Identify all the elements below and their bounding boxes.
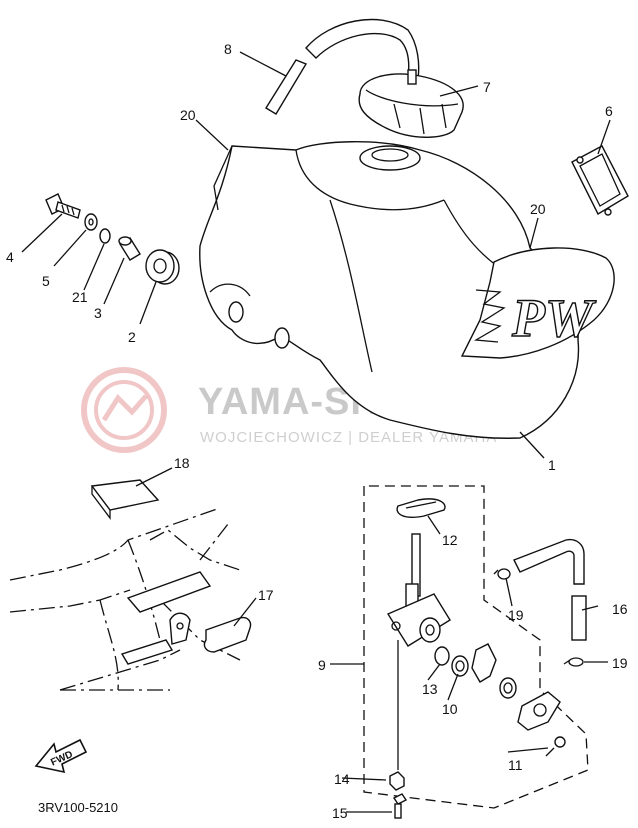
part-bolt (45, 193, 81, 219)
callout-19-upper: 19 (508, 607, 524, 623)
callout-20-right: 20 (530, 201, 546, 217)
part-rubber-pad (90, 479, 160, 520)
callout-4: 4 (6, 249, 14, 265)
part-plate (517, 691, 561, 731)
callout-21: 21 (72, 289, 88, 305)
callout-3: 3 (94, 305, 102, 321)
callout-17: 17 (258, 587, 274, 603)
fwd-arrow: FWD (34, 738, 88, 774)
callout-13: 13 (422, 681, 438, 697)
part-small-washer (99, 228, 111, 244)
part-o-ring (434, 646, 450, 666)
part-small-screw (545, 736, 566, 757)
part-grommet (145, 249, 180, 285)
frame-view (9, 507, 241, 691)
callout-16: 16 (612, 601, 628, 617)
callout-6: 6 (605, 103, 613, 119)
callout-1: 1 (548, 457, 556, 473)
part-emblem-plate (571, 145, 629, 216)
callout-labels: 1 2 3 4 5 6 7 8 9 10 11 12 13 14 15 16 1… (6, 41, 628, 821)
callout-10: 10 (442, 701, 458, 717)
part-fuel-hose (513, 538, 587, 641)
part-gasket (451, 655, 469, 677)
callout-15: 15 (332, 805, 348, 821)
part-nut (389, 771, 405, 791)
part-lever (471, 643, 497, 683)
callout-11: 11 (508, 757, 523, 773)
callout-5: 5 (42, 273, 50, 289)
part-breather-hose (265, 18, 420, 115)
part-hose-clip-lower (563, 657, 584, 667)
callout-7: 7 (483, 79, 491, 95)
part-hose-clip-upper (493, 568, 511, 580)
part-drain-screw (392, 793, 408, 819)
part-tank-emblem: PW (460, 247, 615, 359)
callout-9: 9 (318, 657, 326, 673)
part-fuel-cap (358, 69, 464, 138)
catalog-code: 3RV100-5210 (38, 800, 118, 815)
fuel-cock-group-outline (363, 485, 589, 809)
callout-20-left: 20 (180, 107, 196, 123)
tank-logo-text: PW (511, 288, 597, 348)
leader-lines (21, 51, 611, 813)
part-spacer (499, 677, 517, 699)
part-strainer-seal (396, 498, 446, 518)
part-washer (84, 213, 98, 231)
watermark-logo (81, 367, 167, 453)
callout-18: 18 (174, 455, 190, 471)
part-fuel-tank (199, 141, 580, 439)
part-rubber-damper (203, 616, 252, 653)
callout-2: 2 (128, 329, 136, 345)
callout-14: 14 (334, 771, 350, 787)
part-fuel-cock (386, 533, 451, 647)
watermark-tagline: WOJCIECHOWICZ | DEALER YAMAHA (200, 429, 497, 446)
callout-12: 12 (442, 532, 458, 548)
callout-19-lower: 19 (612, 655, 628, 671)
part-collar (118, 236, 141, 261)
callout-8: 8 (224, 41, 232, 57)
